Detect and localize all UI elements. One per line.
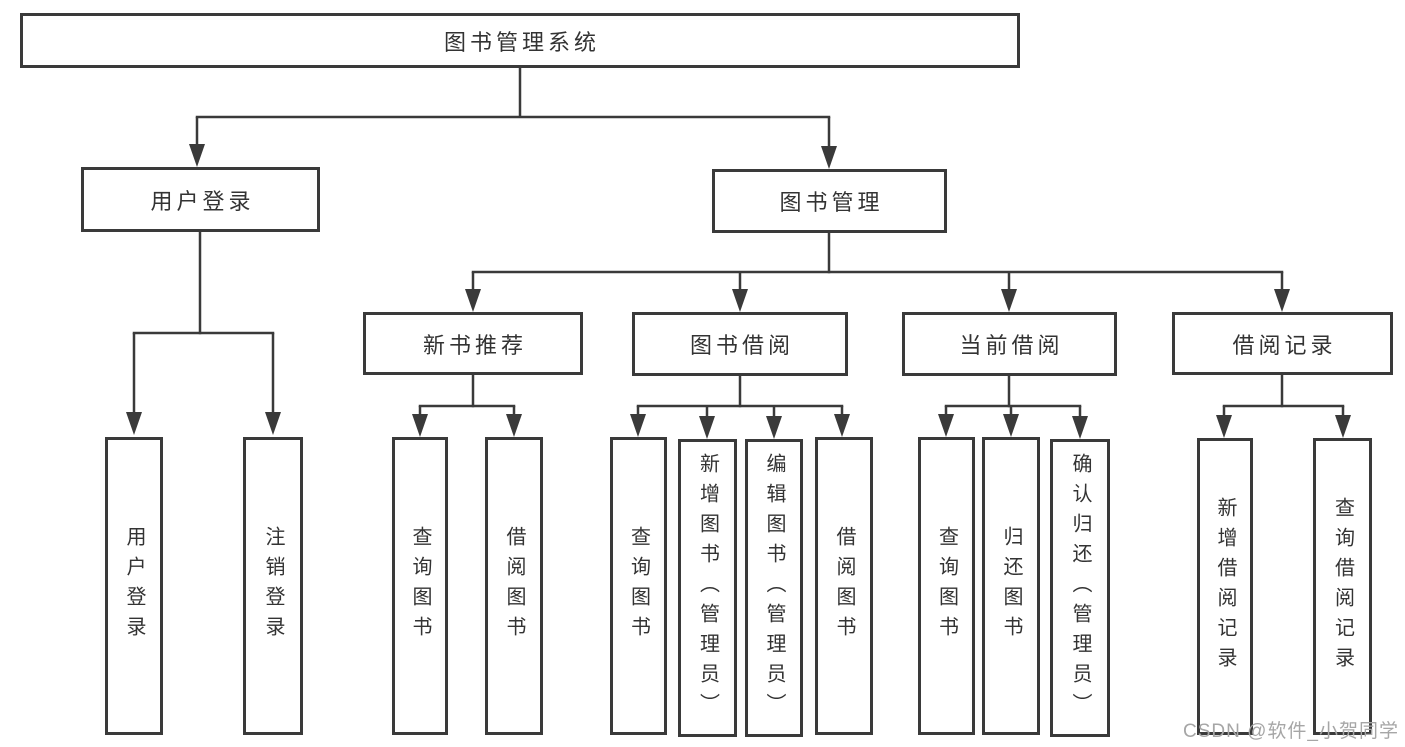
leaf-return-books: 归还图书	[982, 437, 1040, 735]
node-current-borrowing: 当前借阅	[902, 312, 1117, 376]
leaf-add-borrow-record: 新增借阅记录	[1197, 438, 1253, 735]
leaf-borrow-books-recommend: 借阅图书	[485, 437, 543, 735]
node-borrowing-records: 借阅记录	[1172, 312, 1393, 375]
leaf-query-borrow-record: 查询借阅记录	[1313, 438, 1372, 735]
node-new-book-recommend: 新书推荐	[363, 312, 583, 375]
leaf-query-books-borrowing: 查询图书	[610, 437, 667, 735]
leaf-user-login: 用户登录	[105, 437, 163, 735]
node-book-borrowing: 图书借阅	[632, 312, 848, 376]
leaf-query-books-recommend: 查询图书	[392, 437, 448, 735]
node-book-management: 图书管理	[712, 169, 947, 233]
leaf-logout: 注销登录	[243, 437, 303, 735]
node-root-library-management-system: 图书管理系统	[20, 13, 1020, 68]
node-user-login: 用户登录	[81, 167, 320, 232]
leaf-edit-book-admin: 编辑图书（管理员）	[745, 439, 803, 737]
leaf-confirm-return-admin: 确认归还（管理员）	[1050, 439, 1110, 737]
csdn-watermark: CSDN @软件_小贺同学	[1183, 721, 1399, 742]
leaf-add-book-admin: 新增图书（管理员）	[678, 439, 737, 737]
leaf-borrow-books-borrowing: 借阅图书	[815, 437, 873, 735]
leaf-query-books-current: 查询图书	[918, 437, 975, 735]
